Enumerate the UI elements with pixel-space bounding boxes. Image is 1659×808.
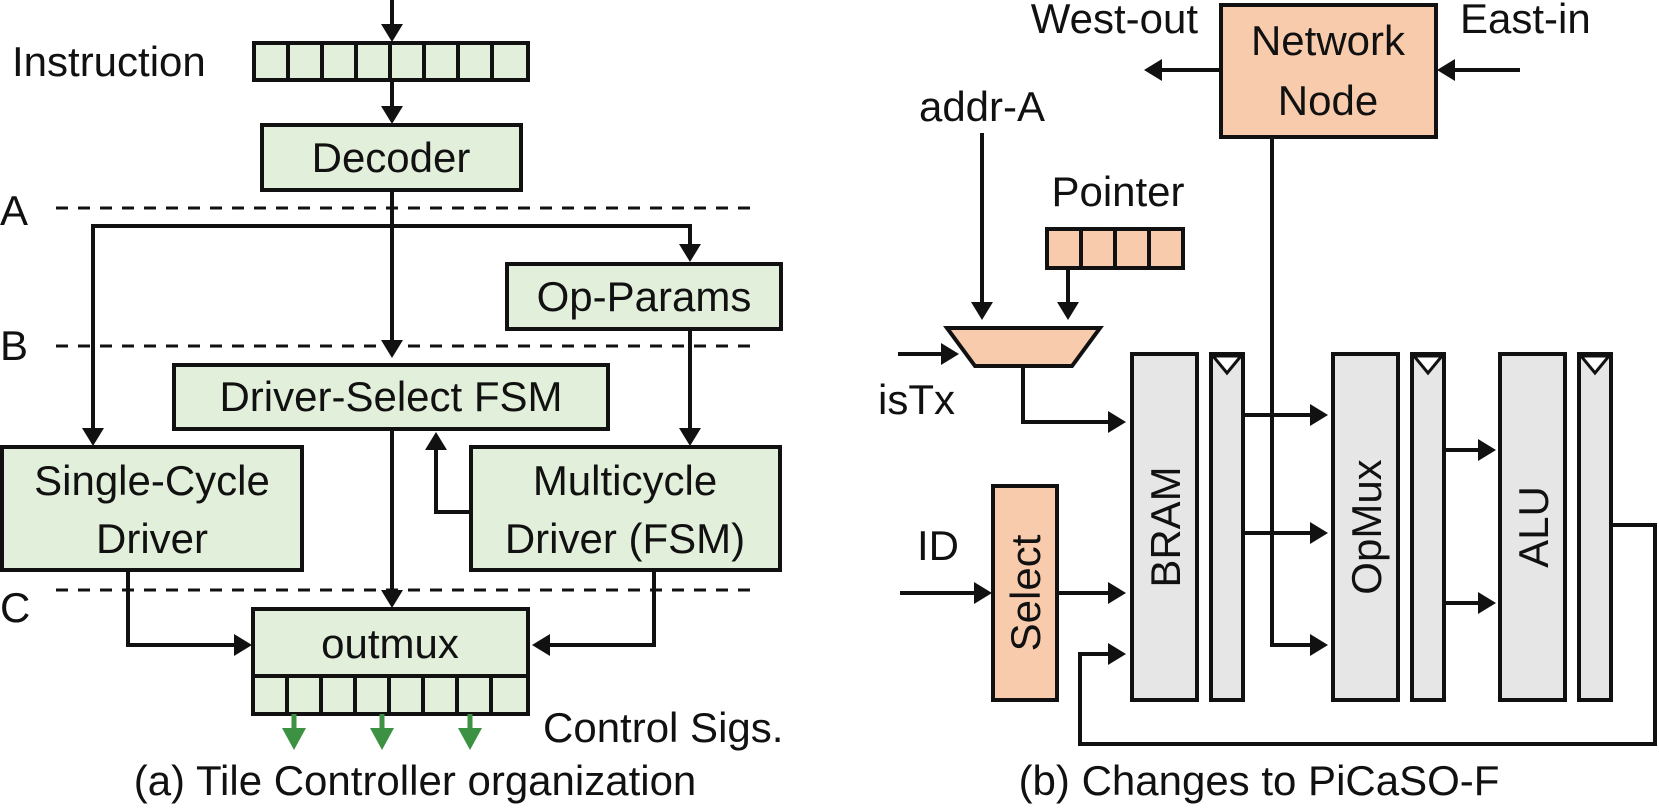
opmux-to-alu-arrow-2 (1444, 592, 1496, 614)
outmux-box (251, 607, 530, 678)
select-label: Select (1002, 534, 1049, 651)
pointer-register (1045, 227, 1185, 270)
line-c-label: C (0, 584, 30, 631)
id-label: ID (917, 522, 959, 569)
panel-b-caption: (b) Changes to PiCaSO-F (1019, 757, 1500, 804)
west-out-label: West-out (1031, 0, 1199, 42)
opmux-register (1410, 352, 1446, 702)
control-signal-arrow-2 (370, 714, 394, 750)
driver-select-fsm-label: Driver-Select FSM (219, 373, 562, 420)
decoder-to-single-cycle-arrow (82, 224, 392, 446)
control-sigs-label: Control Sigs. (543, 704, 783, 751)
bram-box (1130, 352, 1199, 702)
instruction-register (252, 41, 530, 82)
instruction-label: Instruction (12, 38, 206, 85)
id-arrow (900, 582, 992, 604)
opmux-to-alu-arrow-1 (1444, 439, 1496, 461)
single-cycle-driver-box (0, 445, 304, 572)
op-params-to-multicycle-arrow (679, 329, 701, 446)
opmux-box (1331, 352, 1400, 702)
opmux-label: OpMux (1343, 459, 1390, 594)
addr-a-arrow (971, 133, 993, 320)
control-signal-register (251, 674, 530, 716)
driver-select-to-outmux-arrow (381, 429, 403, 608)
decoder-box (260, 123, 523, 192)
multicycle-to-driver-select-arrow (425, 432, 471, 514)
select-to-bram-arrow (1057, 582, 1126, 604)
network-node-box (1219, 3, 1438, 139)
control-signal-arrow-1 (282, 714, 306, 750)
multicycle-label-line2: Driver (FSM) (505, 515, 745, 562)
mux-to-bram-arrow (1021, 366, 1126, 433)
single-cycle-label-line2: Driver (96, 515, 208, 562)
alu-label: ALU (1510, 486, 1557, 568)
alu-register (1577, 352, 1613, 702)
panel-a-caption: (a) Tile Controller organization (134, 757, 697, 804)
instruction-to-decoder-arrow (381, 80, 403, 124)
alu-box (1498, 352, 1567, 702)
address-mux (943, 326, 1104, 368)
control-signal-arrow-3 (458, 714, 482, 750)
east-in-arrow (1437, 59, 1520, 81)
panel-a: Instruction Decoder A (0, 0, 783, 804)
single-cycle-label-line1: Single-Cycle (34, 457, 270, 504)
pointer-arrow (1057, 268, 1079, 320)
outmux-label: outmux (321, 620, 459, 667)
bram-label: BRAM (1142, 466, 1189, 587)
instruction-input-arrow (381, 0, 403, 42)
line-b-label: B (0, 322, 28, 369)
network-node-label-line1: Network (1251, 17, 1406, 64)
west-out-arrow (1144, 59, 1221, 81)
bram-to-opmux-arrow-1 (1243, 404, 1328, 426)
pointer-label: Pointer (1051, 168, 1184, 215)
bram-to-opmux-arrow-2 (1243, 522, 1328, 544)
line-a-label: A (0, 187, 28, 234)
addr-a-label: addr-A (919, 83, 1045, 130)
east-in-label: East-in (1460, 0, 1591, 42)
op-params-label: Op-Params (537, 273, 752, 320)
decoder-to-driver-select-arrow (381, 190, 403, 358)
decoder-to-op-params-arrow (392, 224, 701, 262)
network-node-to-opmux-arrow (1270, 137, 1328, 656)
alu-clock-icon (1577, 354, 1613, 376)
opmux-clock-icon (1410, 354, 1446, 376)
multicycle-driver-box (469, 445, 782, 572)
multicycle-to-outmux-arrow (532, 570, 656, 656)
is-tx-label: isTx (878, 376, 955, 423)
decoder-label: Decoder (312, 134, 471, 181)
bram-clock-icon (1209, 354, 1245, 376)
bram-register (1209, 352, 1245, 702)
is-tx-arrow (898, 343, 959, 365)
network-node-label-line2: Node (1278, 77, 1378, 124)
single-cycle-to-outmux-arrow (126, 570, 252, 656)
multicycle-label-line1: Multicycle (533, 457, 717, 504)
op-params-box (505, 262, 783, 331)
alu-feedback-arrow (1078, 523, 1657, 746)
panel-b: West-out East-in Network Node addr-A Poi… (878, 0, 1657, 804)
